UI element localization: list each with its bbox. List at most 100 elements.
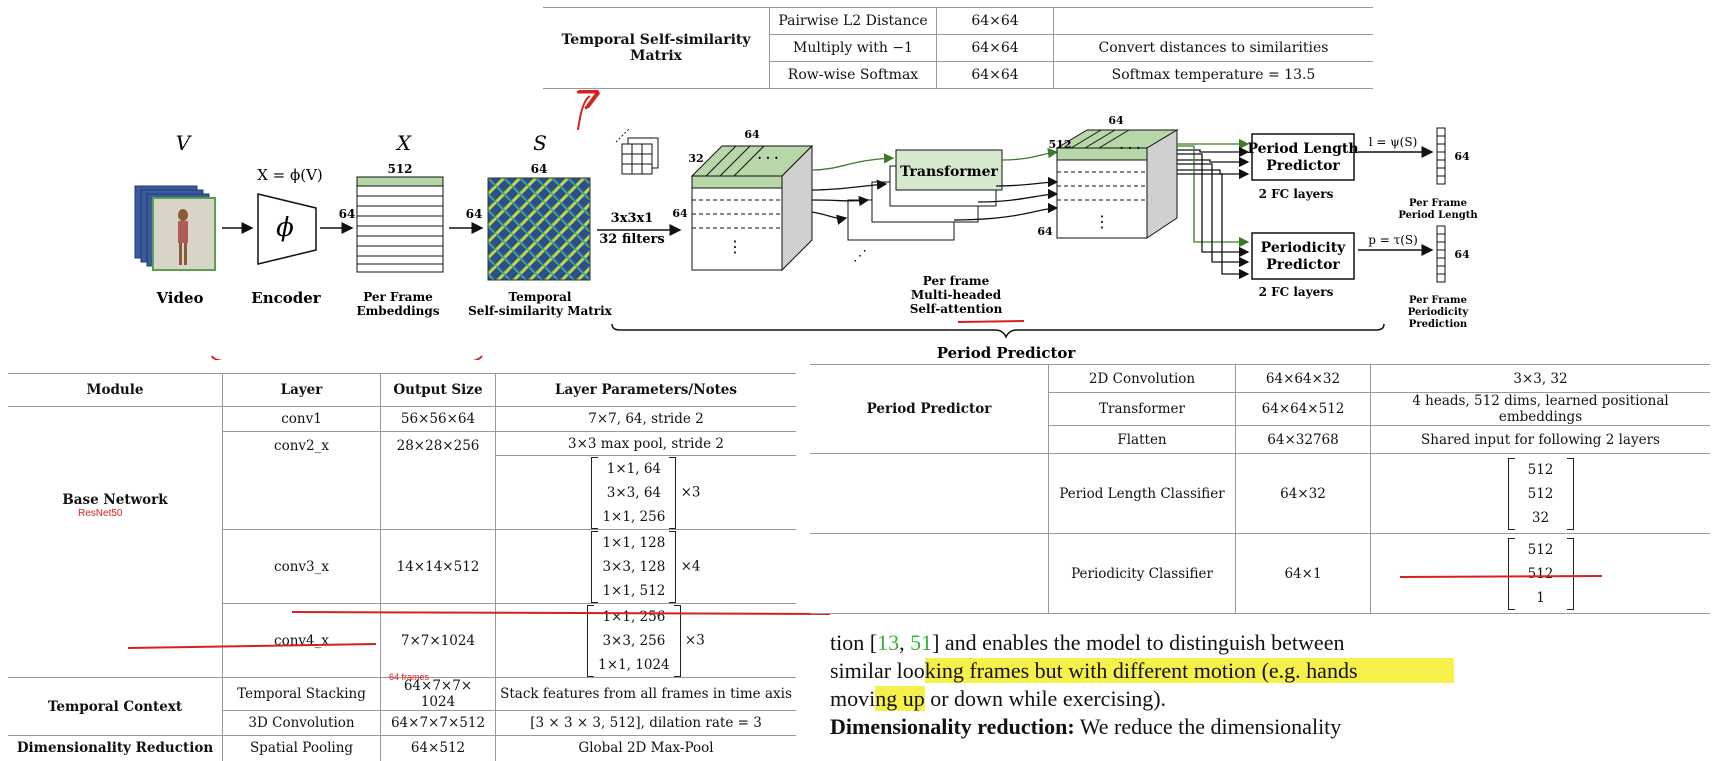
plp-label-2: Predictor xyxy=(1266,158,1340,174)
citation-13[interactable]: 13 xyxy=(877,630,900,655)
tsm-layer: Multiply with −1 xyxy=(769,34,937,62)
symbol-s: S xyxy=(533,131,547,155)
body-line-3: moving up or down while exercising). xyxy=(830,686,1167,711)
body-line-1: tion [13, 51] and enables the model to d… xyxy=(830,630,1345,655)
red-brace xyxy=(211,355,483,360)
video-label: Video xyxy=(155,289,203,307)
emb-width: 512 xyxy=(387,162,412,176)
conv-in: 64 xyxy=(672,207,688,220)
tsm-notes: Softmax temperature = 13.5 xyxy=(1053,61,1373,89)
encoder-label: Encoder xyxy=(251,289,322,307)
out1-label-1: Per Frame xyxy=(1409,198,1467,209)
tsm-size: 64×64 xyxy=(936,61,1054,89)
conv-filters: 32 filters xyxy=(599,232,664,247)
highlight-1: king frames but with different motion (e… xyxy=(924,658,1454,683)
cube2-dots: · · · xyxy=(1120,141,1141,155)
red-underline xyxy=(957,320,1025,323)
tsm-notes: Convert distances to similarities xyxy=(1053,34,1373,62)
symbol-v: V xyxy=(176,131,193,155)
period-predictor-table: Period Predictor 2D Convolution 64×64×32… xyxy=(810,364,1710,614)
feature-cube-2 xyxy=(1055,129,1179,239)
highlight-2: ng up xyxy=(875,686,925,711)
notes-stacking: Stack features from all frames in time a… xyxy=(495,677,796,711)
body-line-4: Dimensionality reduction: We reduce the … xyxy=(830,714,1342,739)
notes-conv1: 7×7, 64, stride 2 xyxy=(495,406,796,432)
cube2-left: 512 xyxy=(1049,138,1072,151)
col-module: Module xyxy=(8,373,223,407)
size-pc: 64×1 xyxy=(1235,533,1371,614)
module-period-predictor: Period Predictor xyxy=(866,401,992,417)
notes-transformer: 4 heads, 512 dims, learned positional em… xyxy=(1370,392,1710,426)
size-conv1: 56×56×64 xyxy=(380,406,496,432)
layer-stacking: Temporal Stacking xyxy=(222,677,381,711)
size-conv3: 14×14×512 xyxy=(380,529,496,604)
layer-transformer: Transformer xyxy=(1048,392,1236,426)
col-output-size: Output Size xyxy=(380,373,496,407)
tsm-left: 64 xyxy=(466,207,483,221)
notes-pooling: Global 2D Max-Pool xyxy=(495,735,796,761)
l-formula: l = ψ(S) xyxy=(1369,135,1418,149)
out2-size: 64 xyxy=(1454,248,1470,261)
transformer-stack xyxy=(847,149,1003,241)
col-layer: Layer xyxy=(222,373,381,407)
period-predictor-brace xyxy=(611,323,1385,339)
cube1-vdots: ⋮ xyxy=(727,237,743,256)
mh-label-2: Multi-headed xyxy=(911,288,1002,302)
left-red-marks xyxy=(127,611,830,649)
notes-flatten: Shared input for following 2 layers xyxy=(1370,425,1710,454)
cube1-top: 64 xyxy=(744,128,760,141)
layer-pc: Periodicity Classifier xyxy=(1048,533,1236,614)
pp-label-1: Periodicity xyxy=(1261,240,1347,256)
layer-plc: Period Length Classifier xyxy=(1048,453,1236,534)
module-temporal-context: Temporal Context xyxy=(8,677,223,736)
periodicity-output xyxy=(1436,225,1446,283)
p-formula: p = τ(S) xyxy=(1368,233,1418,247)
video-frames xyxy=(134,185,216,271)
tsm-group-label: Temporal Self-similarity Matrix xyxy=(561,32,751,64)
size-conv2d: 64×64×32 xyxy=(1235,364,1371,393)
base-network-table: Module Layer Output Size Layer Parameter… xyxy=(8,373,796,761)
mh-label-1: Per frame xyxy=(923,274,990,288)
symbol-x: X xyxy=(395,131,412,155)
plp-label-1: Period Length xyxy=(1247,141,1358,157)
conv-spec: 3x3x1 xyxy=(611,211,654,226)
cube1-dots: · · · xyxy=(758,151,779,165)
plp-fc: 2 FC layers xyxy=(1259,187,1334,201)
notes-conv2-pool: 3×3 max pool, stride 2 xyxy=(495,431,796,456)
size-plc: 64×32 xyxy=(1235,453,1371,534)
layer-conv2d: 2D Convolution xyxy=(1048,364,1236,393)
tsm-size: 64×64 xyxy=(936,7,1054,35)
mh-dots: ⋰ xyxy=(853,248,867,264)
cube2-right: 64 xyxy=(1037,225,1053,238)
feature-cube-1 xyxy=(690,144,814,272)
notes-conv2d: 3×3, 32 xyxy=(1370,364,1710,393)
size-conv3d: 64×7×7×512 xyxy=(380,710,496,736)
citation-51[interactable]: 51 xyxy=(910,630,933,655)
period-length-output xyxy=(1436,127,1446,185)
size-flatten: 64×32768 xyxy=(1235,425,1371,454)
tsm-layer: Pairwise L2 Distance xyxy=(769,7,937,35)
cube1-left: 32 xyxy=(688,152,703,165)
periodicity-predictor xyxy=(1251,232,1355,280)
module-dim-reduction: Dimensionality Reduction xyxy=(8,735,223,761)
cube2-top: 64 xyxy=(1108,114,1124,127)
pp-fc: 2 FC layers xyxy=(1259,285,1334,299)
size-conv2: 28×28×256 xyxy=(380,431,496,530)
tsm-label-2: Self-similarity Matrix xyxy=(468,304,613,318)
period-predictor-label: Period Predictor xyxy=(937,344,1077,360)
tsm-size: 64×64 xyxy=(936,34,1054,62)
right-red-mark xyxy=(1399,575,1603,578)
module-base-network: Base Network ResNet50 xyxy=(8,407,223,604)
out2-label-3: Prediction xyxy=(1409,319,1468,330)
emb-label-2: Embeddings xyxy=(356,304,439,318)
size-stacking: 64 frames 64×7×7× 1024 xyxy=(380,672,496,711)
embeddings-block xyxy=(356,176,444,273)
tsm-notes xyxy=(1053,7,1373,35)
conv-kernel-icon xyxy=(615,127,659,175)
emb-label-1: Per Frame xyxy=(363,290,433,304)
resnet-note: ResNet50 xyxy=(78,507,123,519)
layer-conv3d: 3D Convolution xyxy=(222,710,381,736)
